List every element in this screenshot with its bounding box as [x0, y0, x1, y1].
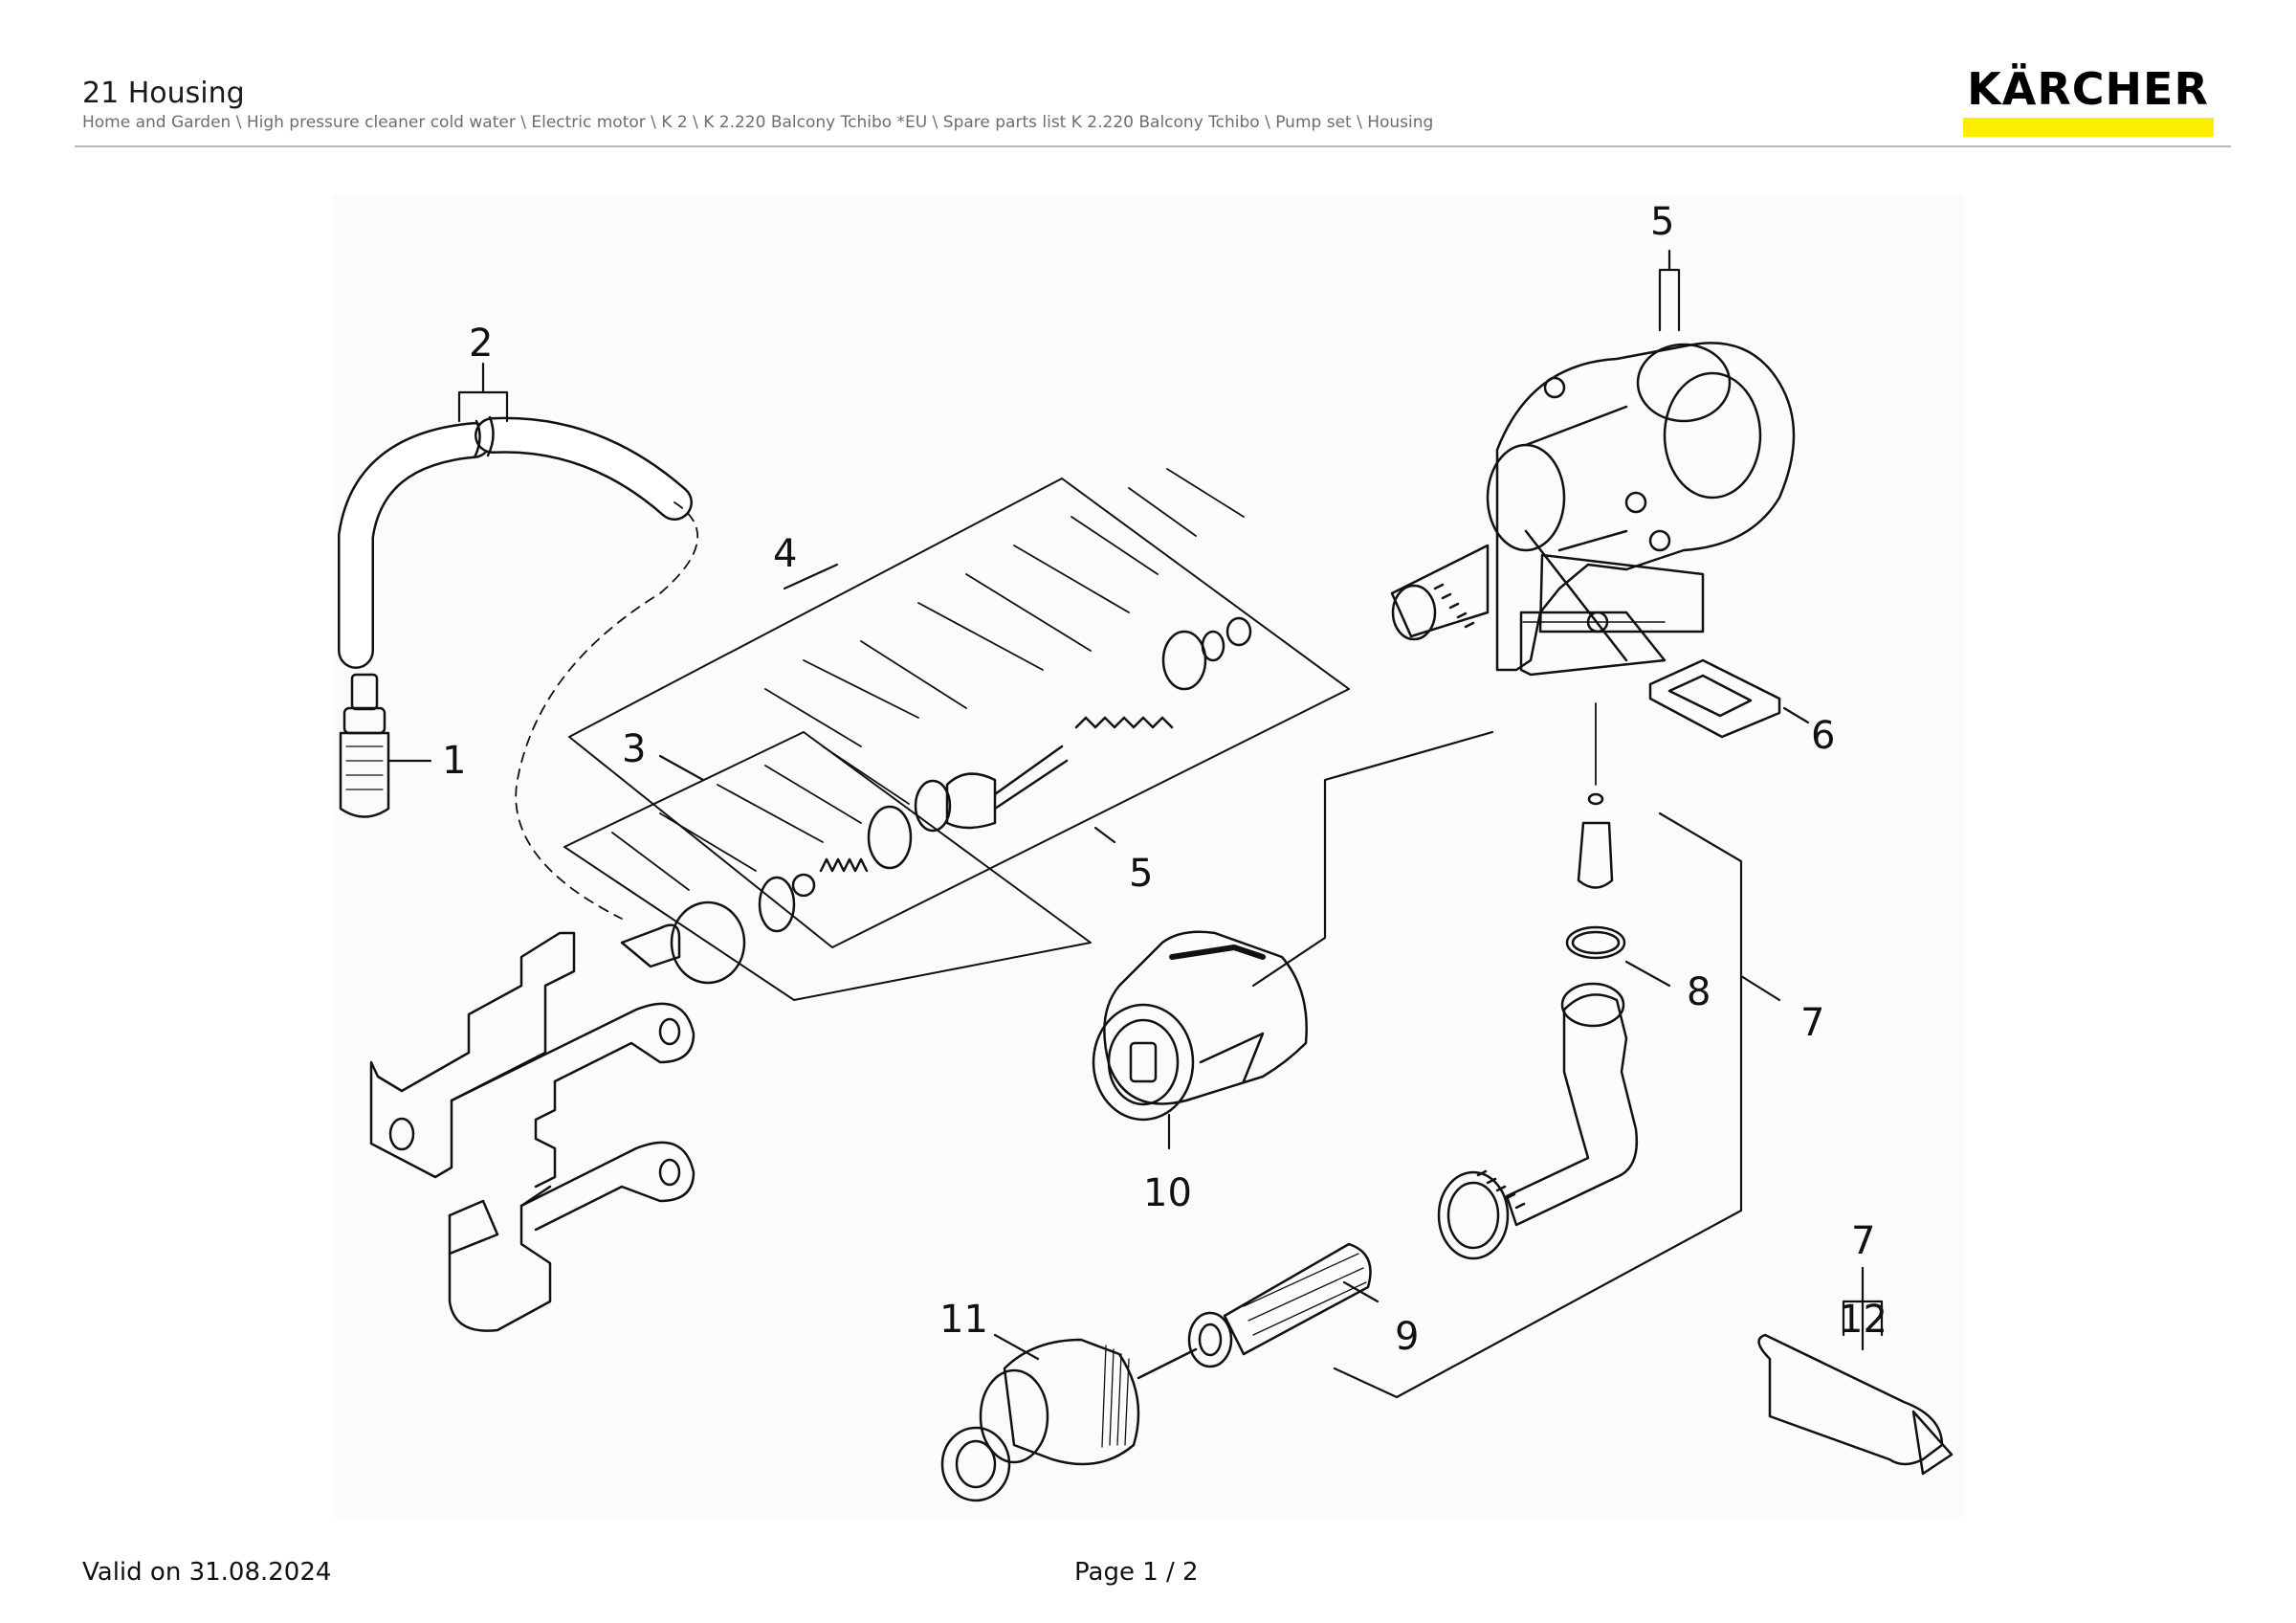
exploded-diagram: 2 1 4 3 5 5 6 8 7 10 11 9 7 12	[333, 195, 1964, 1518]
connector-pieces	[1390, 544, 1490, 641]
logo-text: KÄRCHER	[1967, 63, 2209, 115]
callout-5-top: 5	[1650, 200, 1674, 244]
callout-6: 6	[1811, 714, 1835, 758]
page-title: 21 Housing	[82, 77, 245, 110]
small-parts	[1565, 702, 1626, 960]
callout-4: 4	[773, 532, 797, 576]
pump-housing	[1486, 342, 1796, 677]
outlet-connector	[1092, 930, 1308, 1122]
page-number: Page 1 / 2	[1074, 1558, 1199, 1587]
inlet-elbow	[1437, 982, 1639, 1260]
hose-part	[338, 415, 699, 920]
mounting-bracket	[369, 931, 695, 1332]
strainer	[1187, 1242, 1372, 1368]
breadcrumb: Home and Garden \ High pressure cleaner …	[82, 113, 1434, 132]
callout-labels: 2 1 4 3 5 5 6 8 7 10 11 9 7 12	[442, 200, 1888, 1359]
inlet-filter	[339, 673, 390, 818]
callout-1: 1	[442, 739, 466, 783]
callout-2: 2	[469, 322, 493, 366]
callout-10: 10	[1143, 1171, 1192, 1215]
hose-adapter	[940, 1338, 1198, 1502]
callout-12: 12	[1839, 1298, 1888, 1342]
valve-kit-frame	[563, 468, 1350, 1001]
callout-11: 11	[939, 1298, 988, 1342]
clip-part	[1648, 658, 1781, 739]
valid-date: Valid on 31.08.2024	[82, 1558, 332, 1587]
valve-parts	[620, 616, 1252, 985]
callout-7-tube: 7	[1851, 1219, 1875, 1263]
logo-yellow-bar	[1963, 118, 2214, 137]
callout-5-mid: 5	[1129, 852, 1153, 896]
callout-8: 8	[1687, 970, 1711, 1014]
callout-9: 9	[1395, 1315, 1419, 1359]
brand-logo: KÄRCHER	[1961, 65, 2215, 138]
callout-3: 3	[622, 727, 646, 771]
leader-lines	[386, 249, 1884, 1399]
grease-tube	[1757, 1333, 1954, 1476]
header-divider	[75, 145, 2231, 147]
callout-7-right: 7	[1800, 1001, 1824, 1045]
